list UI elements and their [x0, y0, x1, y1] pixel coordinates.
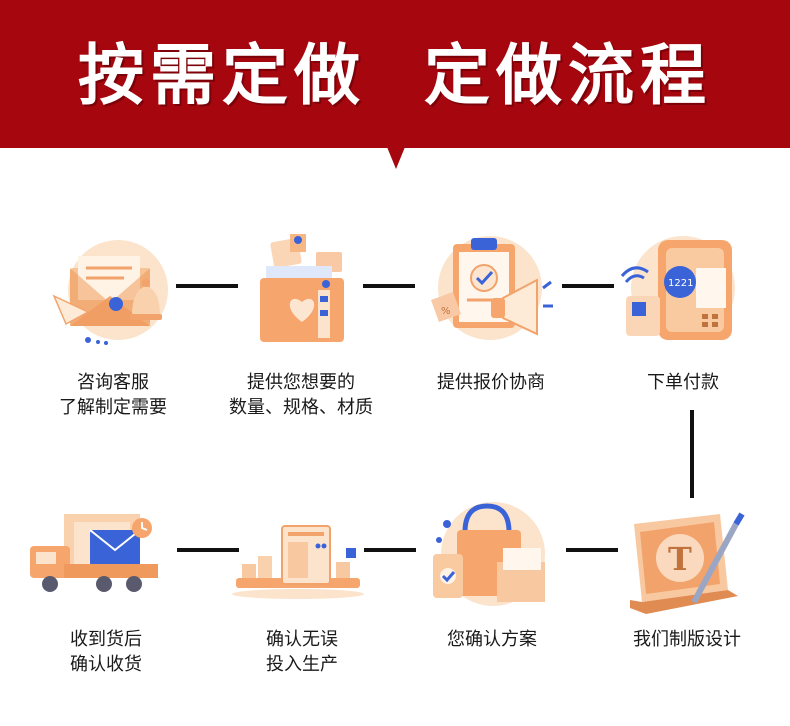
delivery-truck-icon [30, 514, 158, 592]
svg-text:%: % [441, 306, 451, 317]
connector-4-5 [690, 410, 694, 498]
step-8-label: 收到货后 确认收货 [70, 629, 142, 675]
svg-text:1221: 1221 [668, 278, 693, 289]
connector-1-2 [176, 284, 238, 288]
step-1-label: 咨询客服 了解制定需要 [59, 372, 167, 418]
folder-documents-icon [260, 234, 344, 342]
envelope-bell-icon [52, 240, 168, 345]
clipboard-megaphone-icon: % [431, 236, 553, 340]
payment-terminal-icon: 1221 [620, 236, 735, 340]
step-2-node [246, 226, 356, 351]
banner-pointer [387, 147, 405, 169]
connector-2-3 [363, 284, 415, 288]
header-banner: 按需定做定做流程 [0, 0, 790, 148]
page-title: 按需定做定做流程 [0, 36, 790, 116]
step-4-label: 下单付款 [647, 372, 719, 393]
step-5-label: 我们制版设计 [633, 629, 741, 650]
title-made-to-order: 按需定做 [78, 37, 366, 114]
step-3-label: 提供报价协商 [437, 372, 545, 393]
design-blueprint-icon: T [630, 512, 745, 614]
production-line-icon [232, 525, 364, 599]
step-6-node [427, 492, 553, 620]
step-8-node [24, 508, 158, 598]
connector-5-6 [566, 548, 618, 552]
step-6-label: 您确认方案 [447, 629, 537, 650]
step-4-node: 1221 [618, 226, 748, 351]
shopping-bag-box-icon [433, 502, 545, 606]
step-1-node [48, 228, 178, 353]
step-5-node: T [624, 510, 748, 620]
step-2-label: 提供您想要的 数量、规格、材质 [229, 372, 373, 418]
connector-6-7 [364, 548, 416, 552]
step-3-node: % [425, 226, 555, 351]
connector-7-8 [177, 548, 239, 552]
step-7-label: 确认无误 投入生产 [266, 629, 338, 675]
title-custom-process: 定做流程 [424, 37, 712, 114]
connector-3-4 [562, 284, 614, 288]
step-7-node [228, 520, 368, 600]
svg-text:T: T [668, 540, 692, 578]
